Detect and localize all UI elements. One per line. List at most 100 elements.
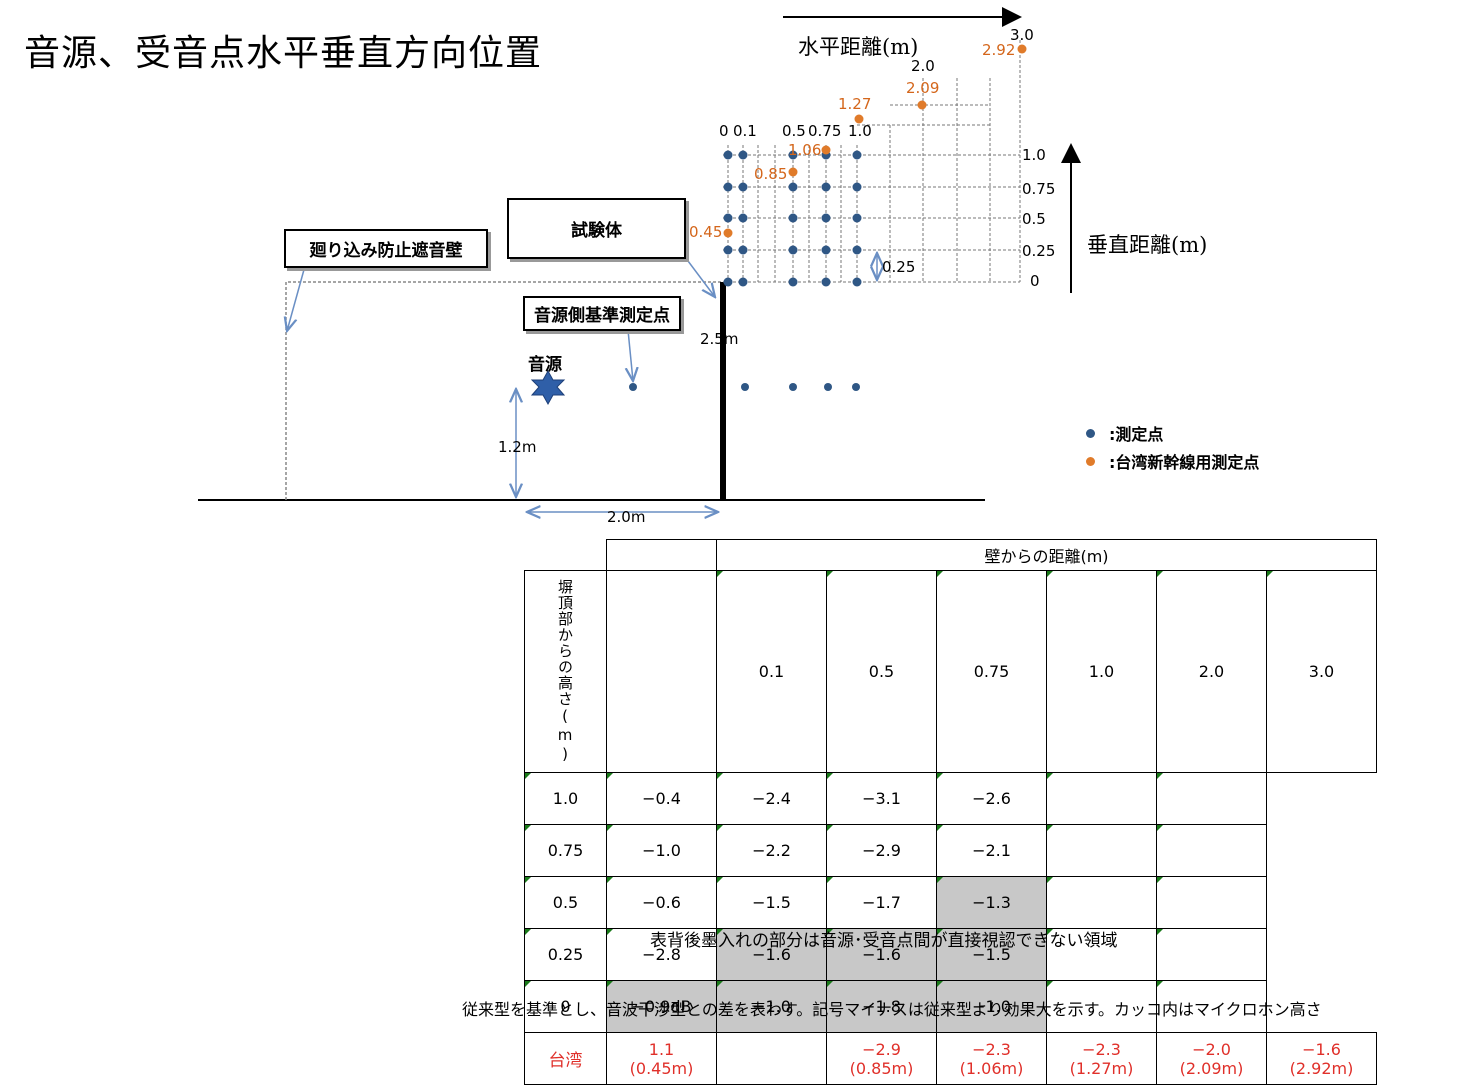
measurement-point: [738, 277, 748, 287]
taiwan-points: [723, 44, 1027, 238]
measurement-point: [788, 150, 798, 160]
reference-pointer-arrow: [628, 329, 633, 381]
orange-dot-icon: [1086, 456, 1095, 466]
measurement-point: [789, 383, 797, 391]
table-cell: −2.2: [716, 824, 827, 877]
specimen-pointer-arrow: [684, 256, 715, 297]
column-group-header: 壁からの距離(m): [716, 539, 1377, 571]
barrier-enclosure: [285, 281, 722, 500]
table-row: 0.5−0.6−1.5−1.7−1.3: [524, 876, 1377, 929]
table-cell: −2.9: [826, 824, 937, 877]
vertical-tick: 1.0: [1022, 146, 1046, 164]
horizontal-tick: 0: [719, 122, 729, 140]
taiwan-point-label: 1.27: [838, 95, 872, 113]
barrier-label-box: 廻り込み防止遮音壁: [284, 229, 488, 268]
measurement-grid: [723, 40, 1021, 283]
table-cell: −2.1: [936, 824, 1047, 877]
row-height-header: 0.25: [524, 928, 607, 981]
table-caption: 表背後墨入れの部分は音源･受音点間が直接視認できない領域: [650, 931, 1118, 951]
taiwan-point-label: 2.92: [982, 41, 1016, 59]
measurement-point: [852, 182, 862, 192]
taiwan-cell: −1.6(2.92m): [1266, 1032, 1377, 1085]
taiwan-cell: −2.3(1.06m): [936, 1032, 1047, 1085]
vertical-tick: 0.75: [1022, 180, 1056, 198]
table-cell: −2.6: [936, 772, 1047, 825]
legend-item-measurement: :測定点: [1086, 421, 1163, 445]
taiwan-point: [854, 114, 864, 124]
taiwan-row: 台湾 1.1 (0.45m) −2.9(0.85m) −2.3(1.06m) −…: [524, 1032, 1377, 1085]
table-cell: [1156, 772, 1267, 825]
table-cell: −1.6: [826, 928, 937, 981]
taiwan-point: [723, 228, 733, 238]
reference-point-label-box: 音源側基準測定点: [523, 296, 681, 331]
table-cell: [1046, 876, 1157, 929]
column-header: 1.0: [1046, 570, 1157, 773]
table-cell: −0.6: [606, 876, 717, 929]
table-cell: −0.4: [606, 772, 717, 825]
measurement-point: [852, 277, 862, 287]
source-distance-label: 2.0m: [607, 508, 646, 526]
table-cell: [1046, 772, 1157, 825]
column-header: 3.0: [1266, 570, 1377, 773]
row-height-header: 0.75: [524, 824, 607, 877]
row-group-header: 塀頂部からの高さ(m): [524, 570, 607, 773]
table-cell: −2.8: [606, 928, 717, 981]
measurement-point: [824, 383, 832, 391]
measurement-point: [788, 213, 798, 223]
taiwan-cell: −2.0(2.09m): [1156, 1032, 1267, 1085]
source-side-reference-point: [629, 383, 637, 391]
row-height-header: 1.0: [524, 772, 607, 825]
vertical-axis-title: 垂直距離(m): [1087, 233, 1208, 257]
vertical-tick: 0.5: [1022, 210, 1046, 228]
table-cell: −3.1: [826, 772, 937, 825]
measurement-point: [723, 245, 733, 255]
sound-source-star-icon: [530, 369, 566, 406]
vertical-tick: 0.25: [1022, 242, 1056, 260]
table-row: 1.0−0.4−2.4−3.1−2.6: [524, 772, 1377, 825]
table-cell: −2.4: [716, 772, 827, 825]
column-header: 2.0: [1156, 570, 1267, 773]
table-cell: −1.5: [716, 876, 827, 929]
taiwan-point: [917, 100, 927, 110]
table-cell: [1156, 824, 1267, 877]
taiwan-point-label: 1.06: [788, 141, 822, 159]
taiwan-point-label: 2.09: [906, 79, 940, 97]
legend-item-taiwan: :台湾新幹線用測定点: [1086, 449, 1259, 473]
measurement-point: [788, 182, 798, 192]
taiwan-row-label: 台湾: [524, 1032, 607, 1085]
measurement-point: [723, 150, 733, 160]
table-cell: −1.7: [826, 876, 937, 929]
horizontal-tick: 2.0: [911, 57, 935, 75]
measurement-point: [821, 213, 831, 223]
horizontal-tick: 0.5: [782, 122, 806, 140]
column-header: 0.75: [936, 570, 1047, 773]
measurement-point: [821, 182, 831, 192]
taiwan-point: [1017, 44, 1027, 54]
table-cell: −1.6: [716, 928, 827, 981]
table-row: 0.25−2.8−1.6−1.6−1.5: [524, 928, 1377, 981]
horizontal-axis-title: 水平距離(m): [798, 35, 919, 59]
measurement-points: [629, 150, 862, 391]
taiwan-cell: −2.9(0.85m): [826, 1032, 937, 1085]
measurement-point: [852, 245, 862, 255]
specimen-label-box: 試験体: [507, 198, 686, 259]
barrier-pointer-arrow: [287, 265, 306, 331]
measurement-point: [738, 213, 748, 223]
table-cell: [1046, 928, 1157, 981]
footnote: 従来型を基準とし、音波干渉型との差を表わす。記号マイナスは従来型より効果大を示す…: [462, 1000, 1322, 1019]
measurement-point: [738, 245, 748, 255]
measurement-point: [788, 245, 798, 255]
measurement-point: [788, 277, 798, 287]
column-header: 0.1: [716, 570, 827, 773]
measurement-point: [741, 383, 749, 391]
table-cell: [1156, 928, 1267, 981]
taiwan-point: [821, 145, 831, 155]
wall-height-label: 2.5m: [700, 330, 739, 348]
table-cell: −1.0: [606, 824, 717, 877]
measurement-point: [723, 277, 733, 287]
horizontal-tick: 1.0: [848, 122, 872, 140]
blue-dot-icon: [1086, 428, 1095, 438]
horizontal-tick: 0.75: [808, 122, 842, 140]
grid-spacing-label: 0.25: [882, 258, 916, 276]
measurement-point: [821, 277, 831, 287]
